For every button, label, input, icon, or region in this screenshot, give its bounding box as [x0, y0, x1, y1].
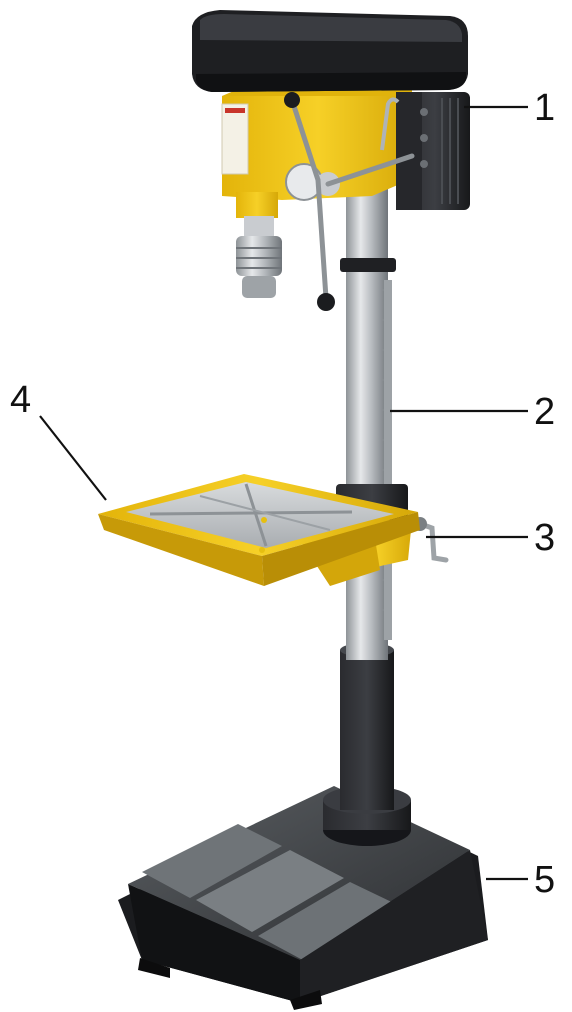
column-lower-tube: [340, 650, 394, 810]
chuck: [236, 216, 282, 298]
work-table: [98, 474, 420, 586]
column: [340, 170, 396, 660]
callout-5: 5: [534, 859, 555, 901]
base: [118, 786, 488, 1010]
callout-2: 2: [534, 391, 555, 433]
callout-3: 3: [534, 517, 555, 559]
feed-handles: [284, 92, 415, 311]
leader-line-4: [39, 415, 107, 501]
callout-1: 1: [534, 87, 555, 129]
motor: [380, 92, 470, 210]
callout-4: 4: [10, 379, 31, 421]
belt-cover: [192, 10, 468, 92]
